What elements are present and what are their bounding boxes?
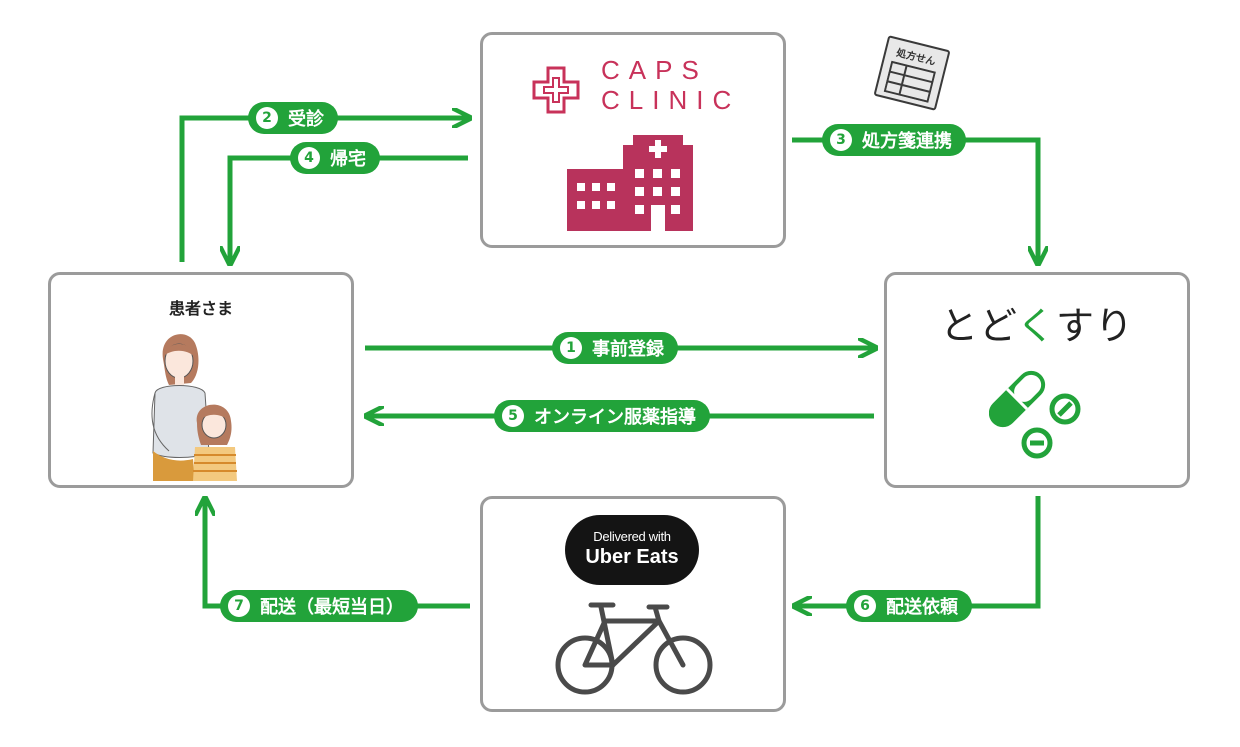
step-1-number: 1 bbox=[560, 337, 582, 359]
step-3-pill: 3 処方箋連携 bbox=[822, 124, 966, 156]
clinic-logo-line2: CLINIC bbox=[601, 85, 741, 115]
step-2-number: 2 bbox=[256, 107, 278, 129]
step-1-pill: 1 事前登録 bbox=[552, 332, 678, 364]
clinic-node: CAPS CLINIC bbox=[480, 32, 786, 248]
step-5-pill: 5 オンライン服薬指導 bbox=[494, 400, 710, 432]
step-4-number: 4 bbox=[298, 147, 320, 169]
mother-and-child-illustration-icon bbox=[151, 334, 237, 481]
step-6-label: 配送依頼 bbox=[886, 597, 958, 618]
clinic-logo-line1: CAPS bbox=[601, 55, 708, 85]
step-7-pill: 7 配送（最短当日） bbox=[220, 590, 418, 622]
clinic-cross-logo-icon bbox=[532, 66, 580, 114]
pharmacy-node: とどくすり bbox=[884, 272, 1190, 488]
step-6-number: 6 bbox=[854, 595, 876, 617]
flow-line-step-4 bbox=[230, 155, 468, 262]
step-4-label: 帰宅 bbox=[330, 149, 366, 170]
step-6-pill: 6 配送依頼 bbox=[846, 590, 972, 622]
flow-line-step-2 bbox=[179, 118, 468, 262]
bicycle-icon bbox=[555, 602, 713, 695]
patient-node: 患者さま bbox=[48, 272, 354, 488]
step-5-label: オンライン服薬指導 bbox=[534, 407, 696, 428]
step-7-label: 配送（最短当日） bbox=[260, 597, 404, 618]
step-5-number: 5 bbox=[502, 405, 524, 427]
pharmacy-logo-accent: く bbox=[1016, 304, 1056, 348]
uber-eats-badge-line1: Delivered with bbox=[593, 529, 671, 544]
flow-line-step-3 bbox=[792, 137, 1038, 262]
step-7-number: 7 bbox=[228, 595, 250, 617]
uber-eats-badge-line2: Uber Eats bbox=[585, 546, 679, 568]
pharmacy-logo: とどくすり bbox=[887, 295, 1187, 350]
prescription-lines-icon bbox=[883, 60, 937, 103]
step-4-pill: 4 帰宅 bbox=[290, 142, 380, 174]
uber-eats-badge: Delivered with Uber Eats bbox=[565, 515, 699, 585]
step-3-number: 3 bbox=[830, 129, 852, 151]
delivery-node: Delivered with Uber Eats bbox=[480, 496, 786, 712]
hospital-building-icon bbox=[567, 135, 693, 231]
step-2-label: 受診 bbox=[288, 109, 324, 130]
patient-label: 患者さま bbox=[168, 299, 233, 318]
medicine-pills-icon bbox=[989, 370, 1081, 459]
prescription-sheet: 処方せん bbox=[873, 35, 951, 111]
step-3-label: 処方箋連携 bbox=[862, 131, 952, 152]
step-2-pill: 2 受診 bbox=[248, 102, 338, 134]
pharmacy-logo-prefix: とど bbox=[940, 304, 1017, 348]
pharmacy-logo-suffix: すり bbox=[1055, 304, 1134, 348]
step-1-label: 事前登録 bbox=[592, 339, 664, 360]
